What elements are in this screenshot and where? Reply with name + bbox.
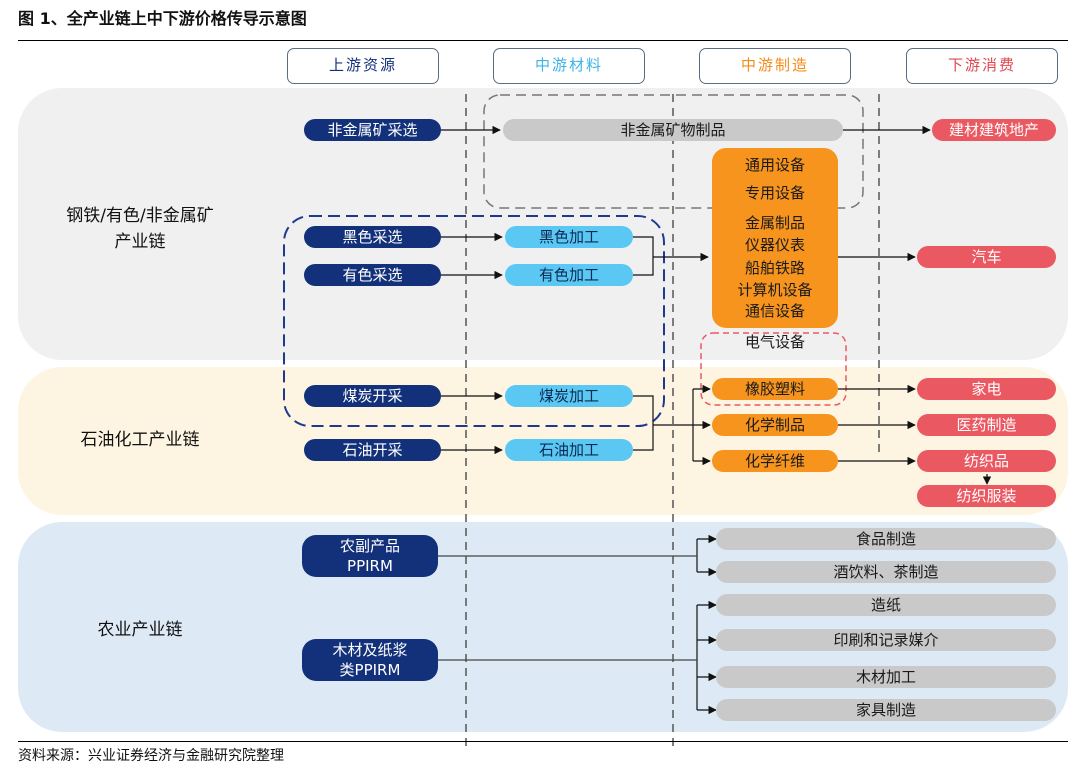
node-furniture: 家具制造 [716, 699, 1056, 721]
node-appliance: 家电 [917, 378, 1056, 400]
node-food: 食品制造 [716, 528, 1056, 550]
bottom-rule [18, 741, 1068, 742]
mfg-item: 金属制品 [744, 214, 805, 232]
mfg-item: 电气设备 [744, 333, 805, 351]
node-nonmetal-products: 非金属矿物制品 [503, 119, 843, 141]
node-oil-mining: 石油开采 [304, 439, 441, 461]
node-chemical-products: 化学制品 [712, 414, 838, 436]
node-beverage: 酒饮料、茶制造 [716, 561, 1056, 583]
chain-label-steel: 钢铁/有色/非金属矿 产业链 [66, 206, 214, 252]
node-wood-ppirm: 木材及纸浆 类PPIRM [302, 639, 438, 681]
mfg-item: 船舶铁路 [744, 259, 805, 277]
top-rule [18, 40, 1068, 41]
node-paper: 造纸 [716, 594, 1056, 616]
node-printing: 印刷和记录媒介 [716, 629, 1056, 651]
node-coal-processing: 煤炭加工 [505, 385, 633, 407]
node-apparel: 纺织服装 [917, 485, 1056, 507]
node-wood-processing: 木材加工 [716, 666, 1056, 688]
rubber-group-outline [700, 332, 847, 406]
chain-label-petro: 石油化工产业链 [80, 430, 200, 450]
node-oil-processing: 石油加工 [505, 439, 633, 461]
node-building: 建材建筑地产 [932, 119, 1056, 141]
node-coal-mining: 煤炭开采 [304, 385, 441, 407]
source-note: 资料来源：兴业证券经济与金融研究院整理 [18, 748, 284, 764]
mfg-item: 计算机设备 [737, 281, 813, 299]
node-agri-ppirm: 农副产品 PPIRM [302, 535, 438, 577]
agri-chain-band [18, 522, 1068, 732]
mfg-item: 仪器仪表 [744, 236, 805, 254]
node-textile: 纺织品 [917, 450, 1056, 472]
node-auto: 汽车 [917, 246, 1056, 268]
header-downstream: 下游消费 [906, 48, 1058, 84]
header-upstream: 上游资源 [287, 48, 439, 84]
chain-label-agri: 农业产业链 [97, 620, 183, 640]
page-title: 图 1、全产业链上中下游价格传导示意图 [18, 9, 307, 28]
node-nonferrous-mining: 有色采选 [304, 264, 441, 286]
arrows [441, 125, 992, 715]
header-manufacturing: 中游制造 [699, 48, 851, 84]
mfg-item: 专用设备 [744, 184, 805, 202]
node-nonferrous-processing: 有色加工 [505, 264, 633, 286]
agri-connector-lines [438, 555, 697, 661]
header-midstream: 中游材料 [493, 48, 645, 84]
column-dividers [465, 94, 880, 752]
node-pharma: 医药制造 [917, 414, 1056, 436]
node-nonmetal-mining: 非金属矿采选 [304, 119, 441, 141]
node-ferrous-mining: 黑色采选 [304, 226, 441, 248]
node-rubber-plastic: 橡胶塑料 [712, 378, 838, 400]
node-ferrous-processing: 黑色加工 [505, 226, 633, 248]
mfg-item: 通用设备 [744, 156, 805, 174]
node-chemical-fiber: 化学纤维 [712, 450, 838, 472]
ferrous-coal-group-outline [283, 215, 665, 427]
node-equipment-manufacturing [712, 148, 838, 328]
mfg-item: 通信设备 [744, 302, 805, 320]
